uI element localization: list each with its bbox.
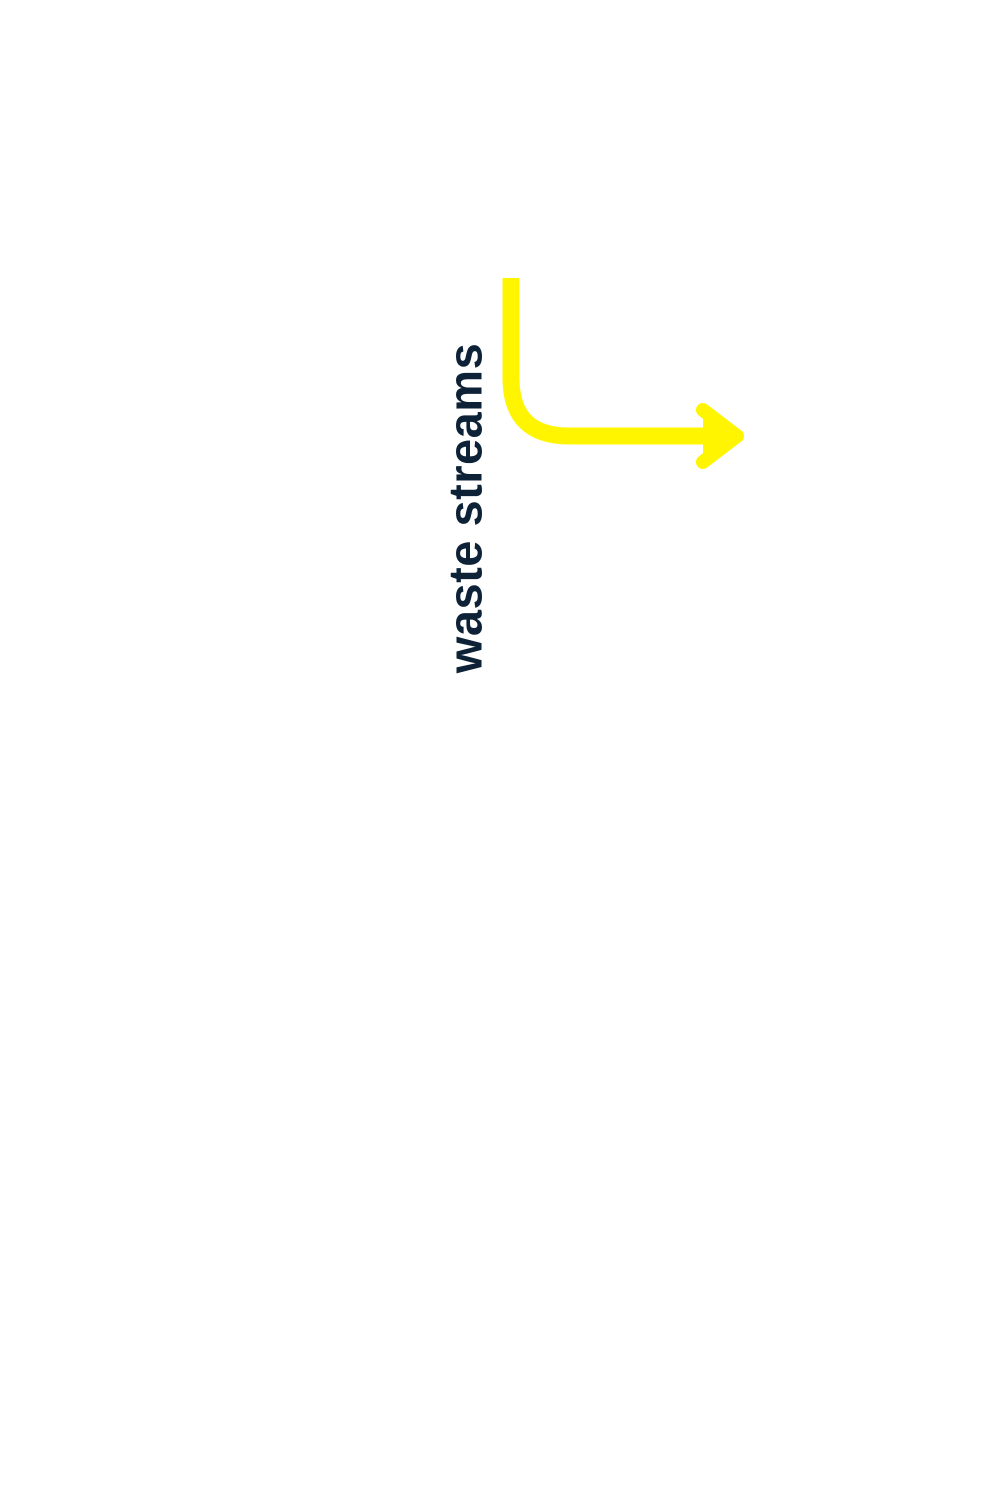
waste-streams-label: waste streams: [438, 342, 492, 674]
arrow-shaft: [502, 278, 705, 445]
arrow-head: [696, 403, 744, 469]
